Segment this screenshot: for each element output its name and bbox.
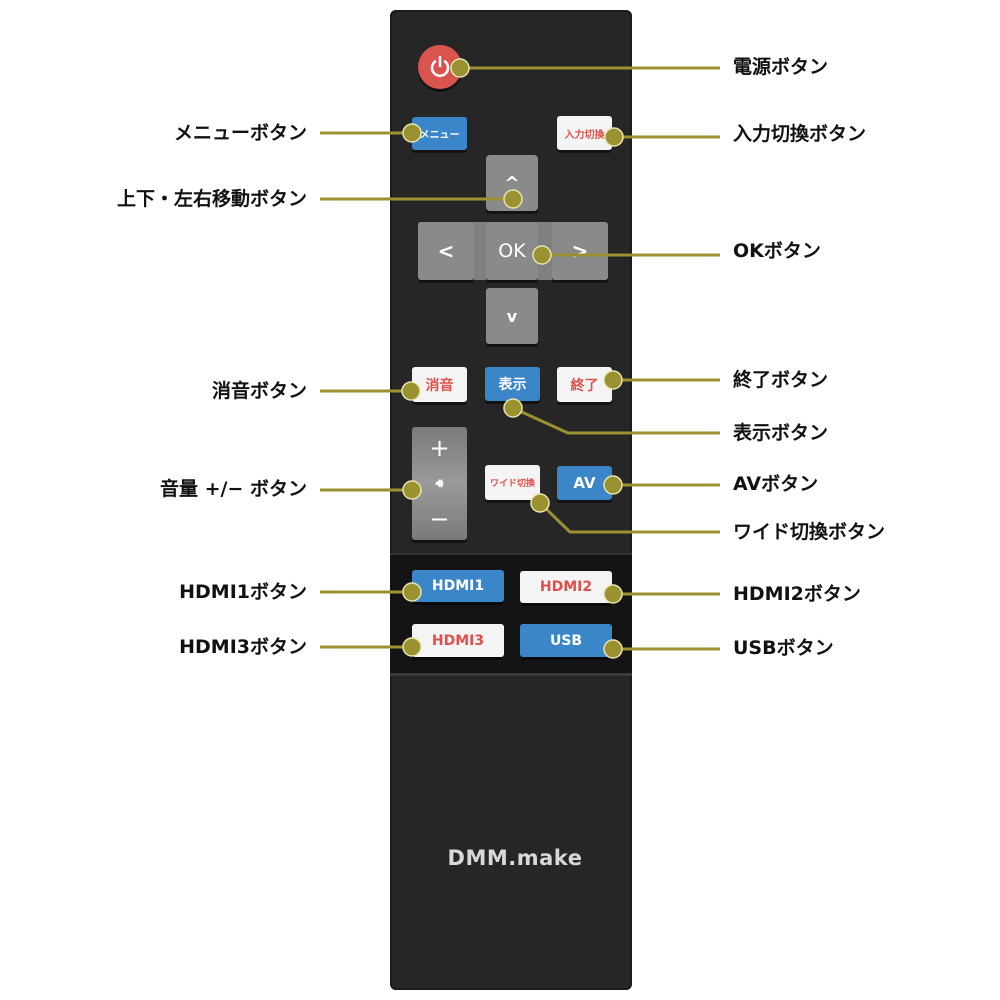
- callout-dot: [603, 370, 623, 390]
- ok-button[interactable]: OK: [486, 222, 538, 280]
- callout-dot: [603, 475, 623, 495]
- mute-button[interactable]: 消音: [412, 367, 467, 402]
- callout-dot: [603, 639, 623, 659]
- label-usb: USBボタン: [733, 637, 834, 659]
- speaker-icon: 🔊︎: [435, 476, 444, 490]
- label-hdmi2: HDMI2ボタン: [733, 583, 861, 605]
- label-exit: 終了ボタン: [733, 369, 829, 391]
- label-mute: 消音ボタン: [211, 380, 307, 402]
- callout-dot: [401, 381, 421, 401]
- callout-dot: [402, 637, 422, 657]
- label-wide: ワイド切換ボタン: [733, 521, 886, 543]
- left-button[interactable]: <: [418, 222, 474, 280]
- callout-dot: [604, 127, 624, 147]
- display-button[interactable]: 表示: [485, 367, 540, 401]
- callout-dot: [402, 480, 422, 500]
- input-switch-button[interactable]: 入力切換: [557, 116, 612, 150]
- hdmi1-button[interactable]: HDMI1: [412, 570, 504, 602]
- hdmi2-button[interactable]: HDMI2: [520, 571, 612, 603]
- usb-button[interactable]: USB: [520, 624, 612, 657]
- callout-dot: [530, 493, 550, 513]
- label-ok: OKボタン: [733, 240, 821, 262]
- label-hdmi1: HDMI1ボタン: [179, 581, 307, 603]
- callout-dot: [532, 245, 552, 265]
- callout-dot: [450, 58, 470, 78]
- wide-switch-button[interactable]: ワイド切換: [485, 465, 540, 500]
- hdmi3-button[interactable]: HDMI3: [412, 624, 504, 657]
- label-display: 表示ボタン: [733, 422, 829, 444]
- label-power: 電源ボタン: [733, 56, 829, 78]
- brand-logo: DMM.make: [447, 846, 583, 870]
- exit-button[interactable]: 終了: [557, 367, 612, 402]
- label-hdmi3: HDMI3ボタン: [179, 636, 307, 658]
- power-icon: [430, 55, 450, 77]
- volume-rocker[interactable]: + 🔊︎ −: [412, 427, 467, 540]
- label-volume: 音量 +/− ボタン: [159, 478, 307, 500]
- label-av: AVボタン: [733, 473, 819, 495]
- volume-down[interactable]: −: [429, 505, 450, 533]
- label-input: 入力切換ボタン: [733, 123, 867, 145]
- volume-up[interactable]: +: [429, 434, 450, 462]
- leader-wide: [538, 501, 720, 534]
- callout-dot: [503, 398, 523, 418]
- callout-dot: [603, 584, 623, 604]
- callout-dot: [402, 582, 422, 602]
- av-button[interactable]: AV: [557, 466, 612, 500]
- leader-display: [512, 406, 720, 435]
- callout-dot: [503, 189, 523, 209]
- callout-dot: [402, 123, 422, 143]
- right-button[interactable]: >: [552, 222, 608, 280]
- label-dpad: 上下・左右移動ボタン: [116, 188, 307, 210]
- down-button[interactable]: v: [486, 288, 538, 344]
- label-menu: メニューボタン: [173, 122, 307, 144]
